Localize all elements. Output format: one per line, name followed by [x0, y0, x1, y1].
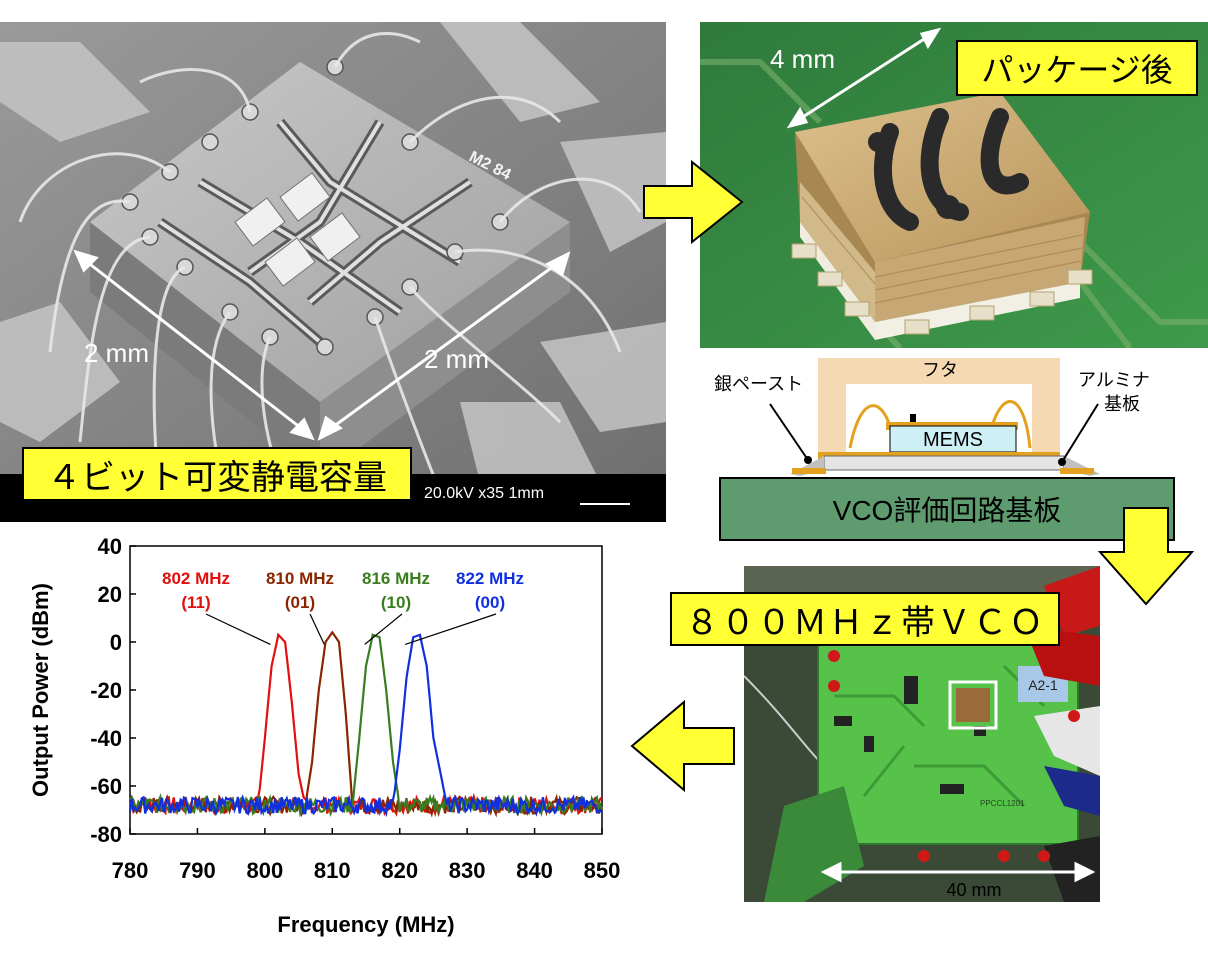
- series-code-label: (00): [475, 593, 505, 612]
- y-tick-label: 20: [98, 582, 122, 607]
- board-print: PPCCL1201: [980, 799, 1025, 808]
- y-tick-label: -80: [90, 822, 122, 847]
- mems-label: MEMS: [923, 429, 983, 451]
- sem-dim-left: 2 mm: [84, 338, 149, 368]
- series-code-label: (10): [381, 593, 411, 612]
- series-code-label: (01): [285, 593, 315, 612]
- package-photo-panel: 4 mm: [700, 22, 1208, 351]
- y-tick-label: 40: [98, 534, 122, 559]
- arrow-down-icon: [1098, 507, 1194, 606]
- series-line: [128, 633, 603, 818]
- cross-section-diagram: MEMS フタ 銀ペースト アルミナ 基板 VCO評価回路基板: [714, 358, 1175, 541]
- annotation-leader: [309, 613, 325, 645]
- sem-image-panel: M2 84 2 mm 2 mm 20.0kV x35 1mm: [0, 22, 666, 522]
- arrow-right-icon: [643, 160, 744, 244]
- x-axis-label: Frequency (MHz): [277, 912, 454, 937]
- series-name-label: 816 MHz: [362, 569, 430, 588]
- sem-dim-right: 2 mm: [424, 344, 489, 374]
- lid-label: フタ: [922, 360, 958, 380]
- vco-board-label: VCO評価回路基板: [833, 495, 1062, 526]
- sem-scale-bar-text: 20.0kV x35 1mm: [424, 485, 544, 502]
- y-tick-label: 0: [110, 630, 122, 655]
- annotation-leader: [205, 613, 271, 645]
- y-tick-label: -40: [90, 726, 122, 751]
- x-tick-label: 830: [449, 858, 486, 883]
- alumina-label: アルミナ 基板: [1078, 370, 1155, 414]
- package-photo: 4 mm: [700, 22, 1208, 351]
- package-dim: 4 mm: [770, 44, 835, 74]
- plot-frame: [129, 545, 603, 835]
- x-tick-label: 850: [584, 858, 621, 883]
- silver-paste-label: 銀ペースト: [714, 374, 803, 394]
- cross-section-panel: MEMS フタ 銀ペースト アルミナ 基板 VCO評価回路基板: [700, 356, 1208, 546]
- y-tick-label: -60: [90, 774, 122, 799]
- arrow-left-icon: [630, 700, 735, 792]
- annotation-leader: [364, 613, 403, 645]
- sem-label: ４ビット可変静電容量: [22, 447, 412, 501]
- x-tick-label: 790: [179, 858, 216, 883]
- vco-dim: 40 mm: [946, 880, 1001, 900]
- x-tick-label: 800: [246, 858, 283, 883]
- series-code-label: (11): [181, 593, 210, 612]
- alumina-label-line1: アルミナ: [1078, 370, 1150, 390]
- series-name-label: 802 MHz: [162, 569, 230, 588]
- y-tick-label: -20: [90, 678, 122, 703]
- annotation-leader: [405, 613, 497, 645]
- sem-image: M2 84 2 mm 2 mm 20.0kV x35 1mm: [0, 22, 666, 522]
- x-tick-label: 780: [112, 858, 149, 883]
- vco-label: ８００ＭＨｚ帯ＶＣＯ: [670, 592, 1060, 646]
- y-axis-label: Output Power (dBm): [28, 583, 53, 797]
- series-name-label: 810 MHz: [266, 569, 334, 588]
- spectrum-chart: 780 790 800 810 820 830 840 850 40 20 0 -20 -40 -60 -8…: [28, 534, 621, 937]
- spectrum-chart-panel: 780 790 800 810 820 830 840 850 40 20 0 -20 -40 -60 -8…: [0, 530, 640, 952]
- x-tick-label: 840: [516, 858, 553, 883]
- package-label: パッケージ後: [956, 40, 1198, 96]
- x-tick-label: 810: [314, 858, 351, 883]
- vco-tag: A2-1: [1028, 677, 1058, 693]
- alumina-label-line2: 基板: [1104, 394, 1140, 414]
- x-tick-label: 820: [381, 858, 418, 883]
- series-name-label: 822 MHz: [456, 569, 524, 588]
